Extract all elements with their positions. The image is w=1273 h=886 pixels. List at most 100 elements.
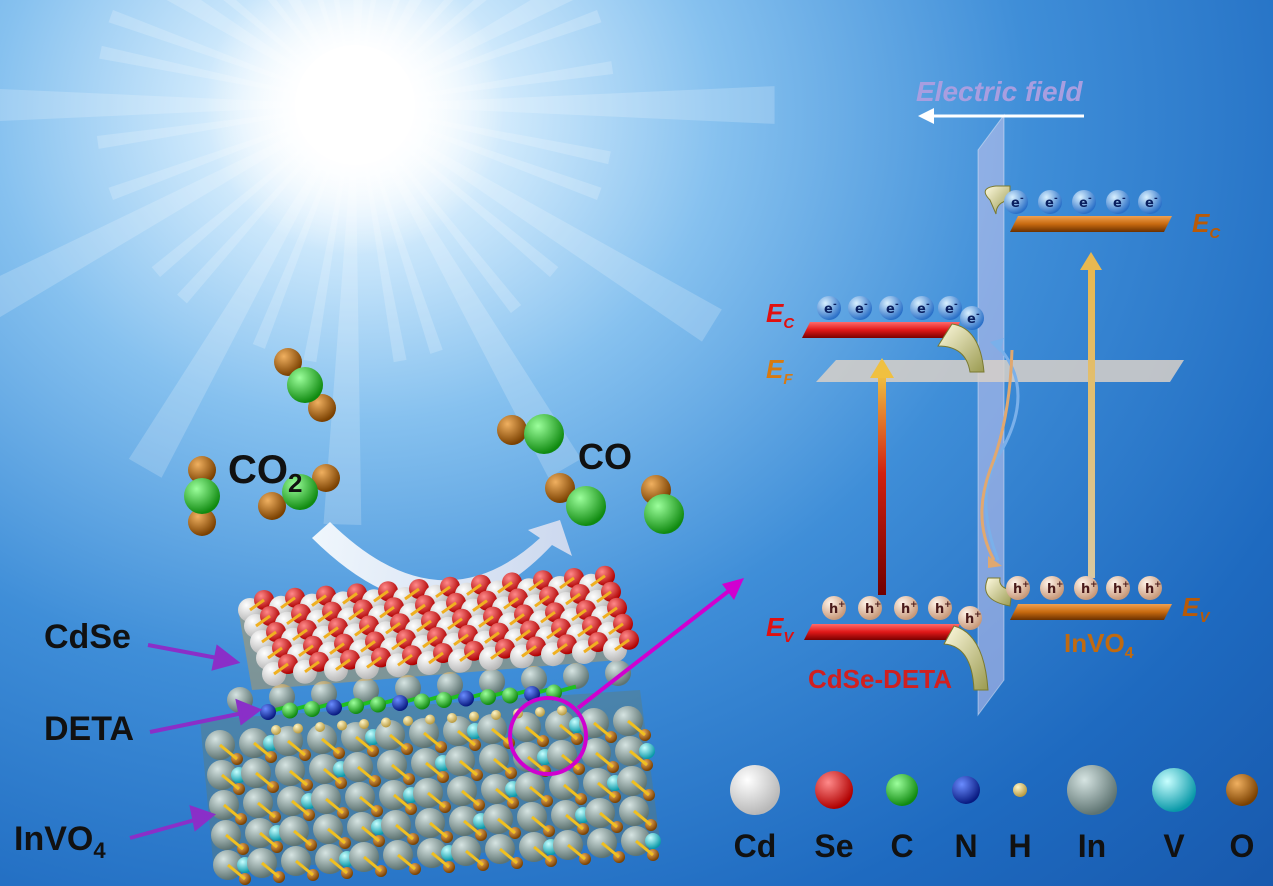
legend-label-c: C (890, 828, 914, 864)
legend-label-cd: Cd (733, 828, 777, 864)
hole-charge: + (1056, 580, 1064, 590)
legend-sphere-c (886, 774, 918, 806)
hole: h+ (1040, 576, 1064, 600)
electron-charge: - (1154, 194, 1158, 204)
hole-symbol: h (1047, 582, 1056, 597)
hole-charge: + (1122, 580, 1130, 590)
cdse-vb-curl (943, 625, 989, 691)
electron-symbol: e (1113, 196, 1122, 211)
legend-sphere-h (1013, 783, 1027, 797)
electron-charge: - (1054, 194, 1058, 204)
electron-charge: - (954, 300, 958, 310)
electron: e- (879, 296, 903, 320)
electron: e- (848, 296, 872, 320)
electron-symbol: e (1045, 196, 1054, 211)
electron: e- (960, 306, 984, 330)
electron: e- (1072, 190, 1096, 214)
cdse-valence-band (804, 624, 960, 640)
electron-symbol: e (1145, 196, 1154, 211)
electric-field-label: Electric field (916, 76, 1083, 107)
electron: e- (1038, 190, 1062, 214)
electron-charge: - (895, 300, 899, 310)
hole-symbol: h (865, 602, 874, 617)
invo4-layer (200, 660, 661, 885)
electron-charge: - (1122, 194, 1126, 204)
hole: h+ (894, 596, 918, 620)
legend-label-o: O (1229, 828, 1255, 864)
hole: h+ (958, 606, 982, 630)
electron-symbol: e (855, 302, 864, 317)
electron-charge: - (1088, 194, 1092, 204)
electron: e- (1004, 190, 1028, 214)
heterostructure-slab (200, 565, 661, 885)
hole-symbol: h (829, 602, 838, 617)
atom-legend (730, 765, 1258, 815)
invo4-valence-band (1010, 604, 1172, 620)
electron-symbol: e (1079, 196, 1088, 211)
ec-label-cdse: EC (766, 298, 795, 333)
co-molecule (545, 473, 606, 526)
hole-charge: + (910, 600, 918, 610)
electron-symbol: e (917, 302, 926, 317)
hole-charge: + (874, 600, 882, 610)
co-molecule (641, 475, 684, 534)
electron-symbol: e (886, 302, 895, 317)
legend-label-v: V (1163, 828, 1185, 864)
invo4-band-label: InVO4 (1064, 628, 1134, 663)
ec-label-invo4: EC (1192, 208, 1221, 243)
hole: h+ (1106, 576, 1130, 600)
co-molecule (497, 414, 564, 454)
sun-glow (0, 0, 775, 525)
legend-sphere-n (952, 776, 980, 804)
electron: e- (938, 296, 962, 320)
electron: e- (1106, 190, 1130, 214)
electron: e- (910, 296, 934, 320)
electron: e- (817, 296, 841, 320)
legend-sphere-cd (730, 765, 780, 815)
electron-symbol: e (824, 302, 833, 317)
legend-sphere-v (1152, 768, 1196, 812)
hole: h+ (822, 596, 846, 620)
legend-label-n: N (954, 828, 978, 864)
cdse-layer-label: CdSe (44, 618, 131, 656)
cdse-cb-curl (937, 323, 985, 373)
electron: e- (1138, 190, 1162, 214)
hole-symbol: h (1013, 582, 1022, 597)
band-diagram: e-e-e-e-e-e-e-e-e-e-e-h+h+h+h+h+h+h+h+h+… (802, 108, 1184, 717)
hole-charge: + (838, 600, 846, 610)
cdse-layer (238, 565, 639, 690)
hole-charge: + (1154, 580, 1162, 590)
ev-label-invo4: EV (1182, 592, 1210, 627)
gas-molecules (184, 348, 684, 536)
electron-charge: - (1020, 194, 1024, 204)
legend-label-se: Se (814, 828, 854, 864)
zoom-indicator (508, 578, 744, 776)
hole: h+ (1074, 576, 1098, 600)
electron-charge: - (864, 300, 868, 310)
legend-label-h: H (1008, 828, 1032, 864)
co2-molecule (184, 456, 220, 536)
legend-sphere-o (1226, 774, 1258, 806)
electron-charge: - (976, 310, 980, 320)
fermi-level-plane (816, 360, 1184, 382)
co2-label: CO2 (228, 448, 303, 498)
hole-symbol: h (901, 602, 910, 617)
ef-label: EF (766, 354, 793, 389)
legend-sphere-in (1067, 765, 1117, 815)
electron-symbol: e (1011, 196, 1020, 211)
cdse-deta-label: CdSe-DETA (808, 664, 952, 694)
invo4-layer-label: InVO4 (14, 820, 106, 863)
hole: h+ (1138, 576, 1162, 600)
electron-charge: - (926, 300, 930, 310)
electron-symbol: e (967, 312, 976, 327)
electron-charge: - (833, 300, 837, 310)
hole-charge: + (944, 600, 952, 610)
invo4-conduction-band (1010, 216, 1172, 232)
cdse-conduction-band (802, 322, 960, 338)
hole: h+ (928, 596, 952, 620)
hole: h+ (858, 596, 882, 620)
hole-symbol: h (965, 612, 974, 627)
hole-symbol: h (935, 602, 944, 617)
